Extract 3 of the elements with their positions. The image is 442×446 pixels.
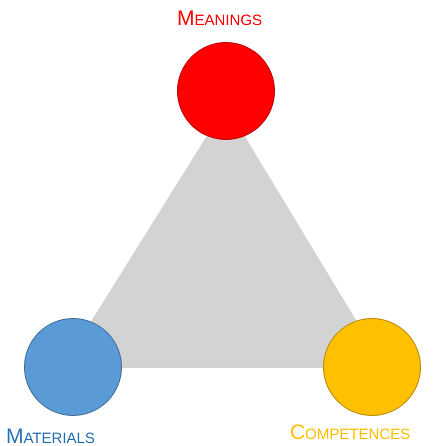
node-label: Meanings: [177, 8, 262, 29]
node-label: Competences: [290, 422, 410, 443]
node-label: Materials: [6, 426, 95, 446]
